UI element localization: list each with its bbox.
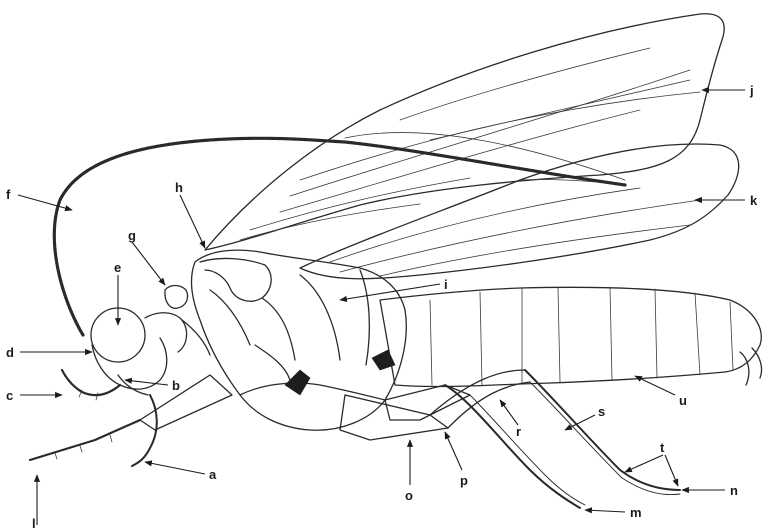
label-i: i bbox=[444, 277, 448, 292]
thorax bbox=[191, 250, 406, 430]
label-u: u bbox=[679, 393, 687, 408]
label-a: a bbox=[209, 467, 217, 482]
label-j: j bbox=[749, 83, 754, 98]
label-l: l bbox=[32, 516, 36, 530]
abdomen bbox=[380, 287, 762, 387]
callouts: a b c d e f g h i j k l m n o p r bbox=[6, 83, 758, 530]
forewing bbox=[205, 14, 724, 250]
label-r: r bbox=[516, 424, 521, 439]
label-p: p bbox=[460, 473, 468, 488]
ocellus-region bbox=[165, 286, 188, 309]
label-k: k bbox=[750, 193, 758, 208]
label-b: b bbox=[172, 378, 180, 393]
label-d: d bbox=[6, 345, 14, 360]
label-m: m bbox=[630, 505, 642, 520]
label-t: t bbox=[660, 440, 665, 455]
label-n: n bbox=[730, 483, 738, 498]
label-f: f bbox=[6, 187, 11, 202]
label-o: o bbox=[405, 488, 413, 503]
labial-palp bbox=[132, 395, 157, 466]
label-h: h bbox=[175, 180, 183, 195]
label-s: s bbox=[598, 404, 605, 419]
head bbox=[91, 286, 210, 396]
maxillary-palp bbox=[62, 370, 120, 400]
hindleg bbox=[385, 385, 585, 508]
label-c: c bbox=[6, 388, 13, 403]
label-g: g bbox=[128, 228, 136, 243]
antenna bbox=[54, 138, 625, 335]
label-e: e bbox=[114, 260, 121, 275]
hindwing bbox=[300, 144, 739, 279]
